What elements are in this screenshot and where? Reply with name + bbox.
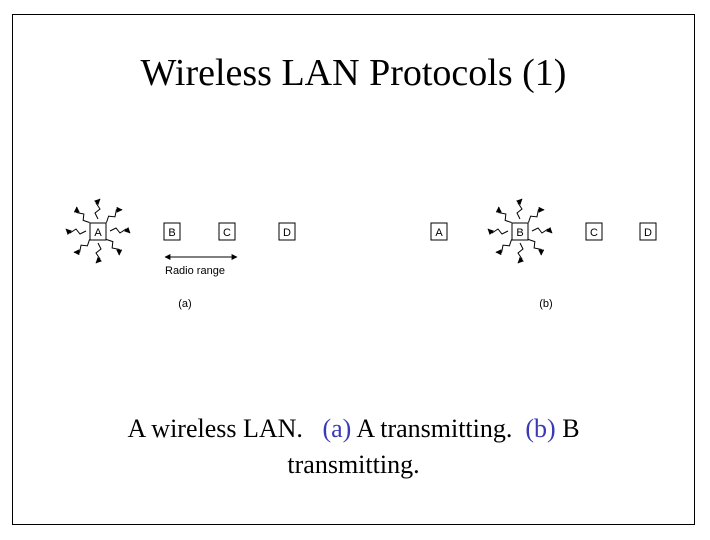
bolt-left-a	[65, 228, 87, 235]
bolt-upright-b	[528, 206, 545, 223]
node-c-panel-b: C	[585, 222, 603, 241]
panel-a: A B C D Radio range (a)	[65, 198, 296, 310]
bolt-left-b	[487, 228, 509, 235]
bolt-down-b	[517, 242, 524, 264]
radio-range-label: Radio range	[165, 265, 225, 277]
slide-caption: A wireless LAN. (a) A transmitting. (b) …	[13, 411, 694, 483]
node-b-panel-b: B	[511, 222, 529, 241]
svg-text:A: A	[435, 227, 443, 239]
bolt-upright-a	[106, 206, 123, 223]
node-a-panel-a: A	[89, 222, 107, 241]
svg-text:B: B	[516, 227, 523, 239]
slide-title: Wireless LAN Protocols (1)	[140, 52, 567, 94]
bolt-downleft-b	[495, 239, 512, 256]
node-a-panel-b: A	[430, 222, 448, 241]
bolt-downright-b	[528, 239, 545, 256]
caption-tag-b: (b)	[525, 414, 556, 443]
bolt-downright-a	[106, 239, 123, 256]
panel-b: A B C D (b)	[430, 198, 657, 310]
radiation-bolts-b	[487, 198, 553, 264]
caption-part1: A wireless LAN.	[127, 414, 303, 443]
bolt-up-a	[94, 198, 101, 220]
svg-text:C: C	[223, 227, 231, 239]
bolt-upleft-a	[73, 206, 90, 223]
caption-part2: A transmitting.	[356, 414, 513, 443]
node-c-panel-a: C	[218, 222, 236, 241]
bolt-downleft-a	[73, 239, 90, 256]
caption-line2: transmitting.	[287, 450, 420, 479]
node-b-panel-a: B	[163, 222, 181, 241]
bolt-up-b	[516, 198, 523, 220]
panel-b-label: (b)	[539, 298, 552, 310]
bolt-right-b	[531, 227, 553, 234]
wireless-lan-diagram: A B C D Radio range (a)	[65, 198, 657, 310]
svg-text:D: D	[283, 227, 291, 239]
node-d-panel-a: D	[278, 222, 296, 241]
node-d-panel-b: D	[639, 222, 657, 241]
bolt-right-a	[109, 227, 131, 234]
radiation-bolts-a	[65, 198, 131, 264]
bolt-down-a	[95, 242, 102, 264]
svg-text:A: A	[94, 227, 102, 239]
bolt-upleft-b	[495, 206, 512, 223]
caption-part3: B	[562, 414, 580, 443]
svg-text:D: D	[644, 227, 652, 239]
svg-text:B: B	[168, 227, 175, 239]
panel-a-label: (a)	[178, 298, 191, 310]
caption-tag-a: (a)	[322, 414, 352, 443]
slide: Wireless LAN Protocols (1) A	[12, 14, 695, 525]
svg-text:C: C	[590, 227, 598, 239]
